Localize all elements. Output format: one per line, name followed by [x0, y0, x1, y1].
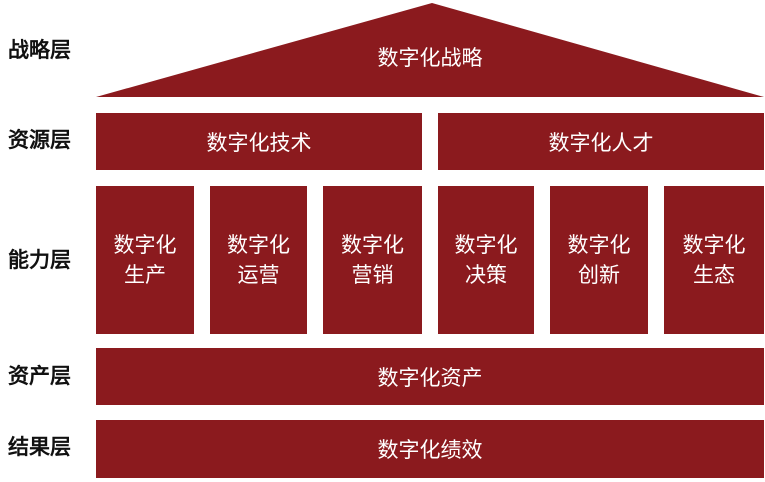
capability-block-decision: 数字化 决策: [438, 186, 534, 334]
capability-block-ecosystem: 数字化 生态: [664, 186, 764, 334]
capability-line1: 数字化: [567, 232, 631, 257]
result-bar-label: 数字化绩效: [377, 438, 483, 462]
capability-line1: 数字化: [227, 232, 290, 257]
resource-block-technology: 数字化技术: [96, 113, 422, 170]
result-bar: 数字化绩效: [96, 420, 764, 478]
asset-bar-label: 数字化资产: [377, 365, 483, 390]
capability-line1: 数字化: [454, 232, 518, 257]
capability-line1: 数字化: [682, 232, 746, 257]
capability-line1: 数字化: [341, 232, 404, 257]
resource-block-talent: 数字化人才: [438, 113, 764, 170]
capability-line2: 创新: [578, 263, 620, 287]
capability-line2: 营销: [351, 263, 394, 287]
capability-block-innovation: 数字化 创新: [550, 186, 648, 334]
layer-label-asset: 资产层: [8, 364, 71, 388]
asset-bar: 数字化资产: [96, 348, 764, 405]
layer-label-resource: 资源层: [8, 128, 71, 152]
capability-block-production: 数字化 生产: [96, 186, 194, 334]
capability-line2: 决策: [465, 263, 507, 287]
capability-line2: 生产: [124, 263, 166, 287]
strategy-roof: [96, 3, 764, 97]
layer-label-strategy: 战略层: [8, 38, 71, 62]
layer-label-capability: 能力层: [8, 248, 71, 272]
capability-line2: 运营: [237, 263, 280, 287]
capability-block-marketing: 数字化 营销: [323, 186, 422, 334]
resource-block-label: 数字化技术: [206, 130, 312, 155]
strategy-roof-shape: [96, 3, 764, 97]
layer-label-result: 结果层: [8, 435, 71, 459]
capability-block-operations: 数字化 运营: [210, 186, 307, 334]
strategy-roof-label: 数字化战略: [377, 46, 483, 70]
resource-block-label: 数字化人才: [548, 130, 654, 155]
capability-line2: 生态: [693, 263, 735, 287]
capability-line1: 数字化: [113, 232, 177, 257]
